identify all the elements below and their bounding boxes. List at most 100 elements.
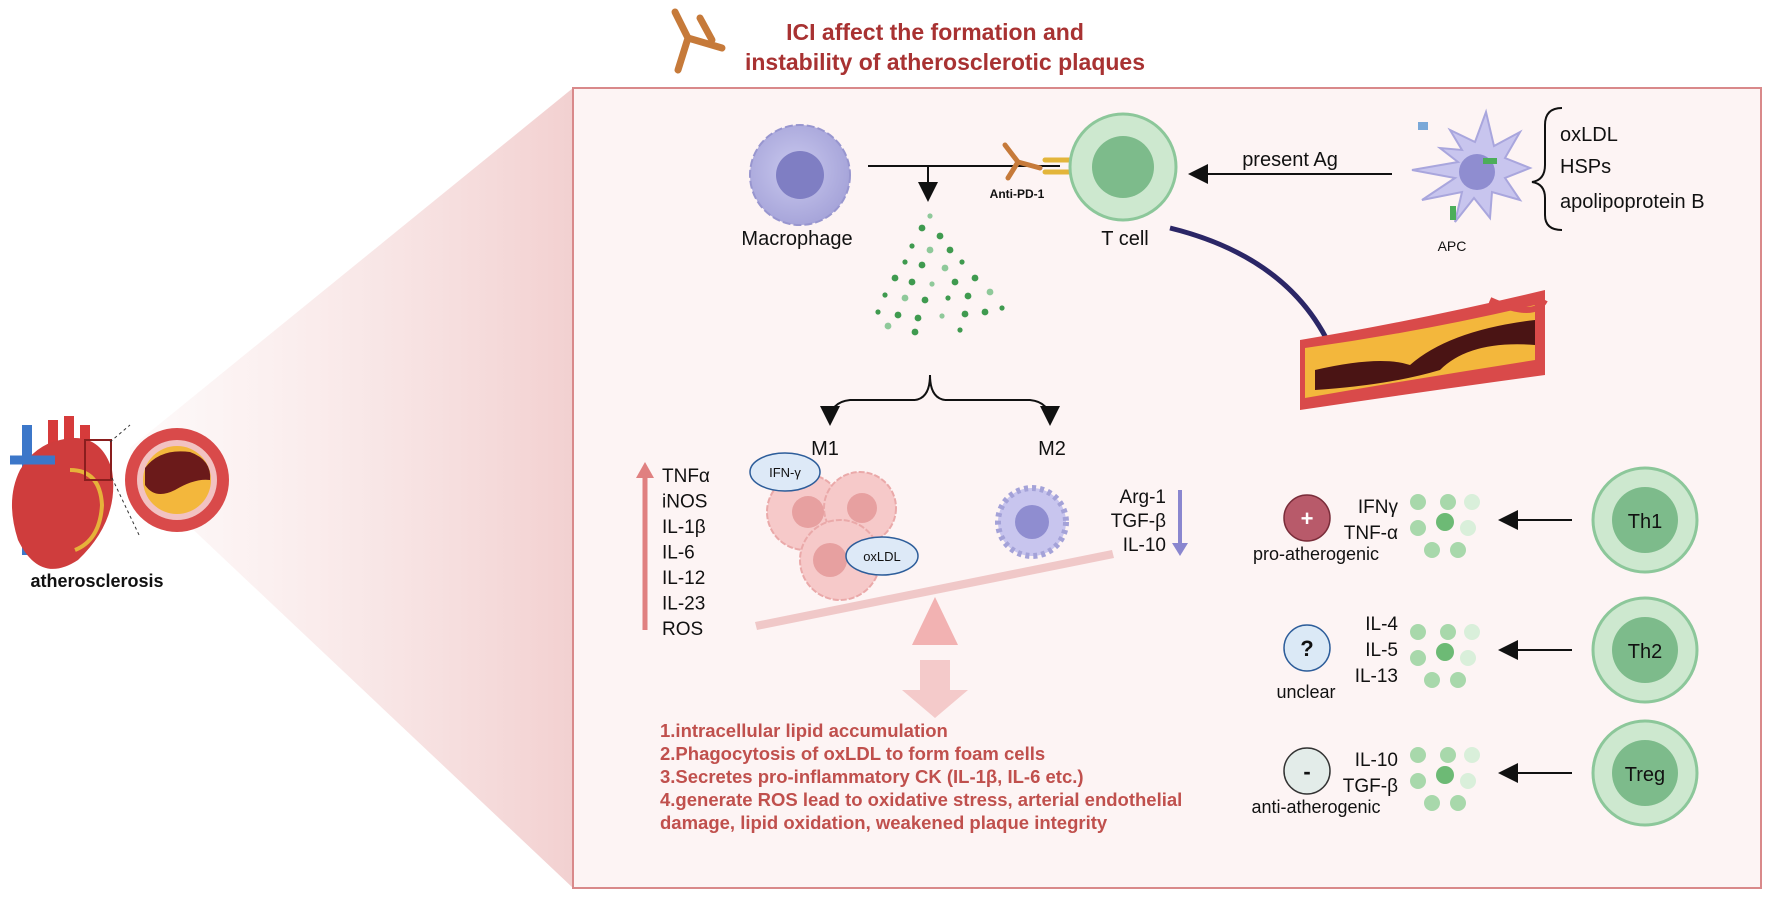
zoom-line-top <box>109 424 131 443</box>
antigen-brace <box>1531 107 1563 231</box>
effect-sign-icon <box>1283 494 1331 542</box>
branch-to-m2 <box>945 399 1060 426</box>
cytokine-particle <box>946 246 954 254</box>
artery-cross-section-icon <box>125 428 229 532</box>
th-cytokine: IL-4 <box>1365 614 1398 635</box>
th-cytokine: IFNγ <box>1358 497 1399 518</box>
effect-sign: + <box>1301 506 1314 531</box>
ifn-gamma-badge-label: IFN-γ <box>769 465 801 480</box>
cytokine-particle <box>875 309 881 315</box>
effect-sign: ? <box>1300 636 1313 661</box>
zoom-funnel <box>130 88 573 888</box>
outcome-arrow-head <box>902 690 968 718</box>
cytokine-particle <box>981 308 989 316</box>
cytokine-particle <box>927 213 933 219</box>
effect-sign-icon <box>1283 624 1331 672</box>
cytokine-particle <box>891 274 899 282</box>
cytokine-particle <box>882 292 888 298</box>
effect-label: pro-atherogenic <box>1253 544 1379 564</box>
apc-dendritic-cell-icon <box>1411 108 1533 223</box>
title-antibody-icon <box>671 8 726 74</box>
cytokine-particle <box>894 311 902 319</box>
oxldl-badge-label: oxLDL <box>863 549 901 564</box>
th-subsets: Th1IFNγTNF-α+pro-atherogenicTh2IL-4IL-5I… <box>1251 466 1699 827</box>
cytokine-particle <box>918 224 926 232</box>
oxldl-badge <box>845 536 919 576</box>
cytokine-particle <box>936 232 944 240</box>
cytokine-particle <box>941 264 949 272</box>
m2-macrophage-icon <box>995 485 1069 559</box>
cytokine-particle <box>961 310 969 318</box>
cytokine-particle <box>908 278 916 286</box>
th-cytokine: TNF-α <box>1344 523 1398 544</box>
title-line1: ICI affect the formation and <box>786 19 1084 45</box>
cytokine-particle <box>964 292 972 300</box>
present-ag-label: present Ag <box>1242 149 1338 171</box>
cytokine-particle <box>902 259 908 265</box>
th-cytokine: TGF-β <box>1343 776 1398 797</box>
cytokine-particle <box>939 313 945 319</box>
th-cytokine: IL-13 <box>1355 666 1398 687</box>
outcome-item: 4.generate ROS lead to oxidative stress,… <box>660 789 1182 810</box>
effect-label: anti-atherogenic <box>1251 797 1380 817</box>
th-cell-th1: Th1 <box>1591 466 1699 574</box>
outcome-item: 2.Phagocytosis of oxLDL to form foam cel… <box>660 743 1045 764</box>
cytokine-particle <box>959 259 965 265</box>
m1-foam-cells-icon <box>766 471 897 601</box>
apc-label: APC <box>1438 238 1467 254</box>
th-cell-label: Th1 <box>1628 511 1662 533</box>
outcome-arrow-shaft <box>920 660 950 692</box>
macrophage-icon <box>749 124 851 226</box>
cytokine-particles <box>875 213 1005 336</box>
cytokine-particle <box>911 328 919 336</box>
macrophage-label: Macrophage <box>741 228 852 250</box>
cytokine-cluster-icon <box>1410 747 1480 811</box>
cytokine-particle <box>918 261 926 269</box>
m1-label: M1 <box>811 438 839 460</box>
cytokine-particle <box>921 296 929 304</box>
anti-pd1-label: Anti-PD-1 <box>990 187 1045 201</box>
th-cell-label: Treg <box>1625 764 1665 786</box>
m1-marker: TNFα <box>662 466 710 487</box>
m2-marker: Arg-1 <box>1120 487 1166 508</box>
cytokine-particle <box>999 305 1005 311</box>
title-line2: instability of atherosclerotic plaques <box>745 49 1145 75</box>
cytokine-particle <box>926 246 934 254</box>
effect-sign-icon <box>1283 747 1331 795</box>
outcome-item: 3.Secretes pro-inflammatory CK (IL-1β, I… <box>660 766 1084 787</box>
cytokine-particle <box>957 327 963 333</box>
seesaw-beam <box>755 550 1114 630</box>
m1-marker: IL-12 <box>662 568 705 589</box>
m1-marker: IL-6 <box>662 543 695 564</box>
m2-label: M2 <box>1038 438 1066 460</box>
seesaw-fulcrum <box>912 597 958 645</box>
anti-pd1-antibody-icon <box>1002 142 1073 181</box>
m1-marker: IL-23 <box>662 594 705 615</box>
artery-plaque-icon <box>1300 290 1548 410</box>
antigen-hsps: HSPs <box>1560 156 1611 178</box>
cytokine-particle <box>901 294 909 302</box>
m1-marker: iNOS <box>662 492 707 513</box>
cytokine-cluster-icon <box>1410 494 1480 558</box>
cytokine-particle <box>971 274 979 282</box>
antigen-apolipoprotein-b: apolipoprotein B <box>1560 191 1705 213</box>
m2-marker: IL-10 <box>1123 535 1166 556</box>
branch-to-m1 <box>820 399 915 426</box>
outcome-item: 1.intracellular lipid accumulation <box>660 720 948 741</box>
cytokine-particle <box>951 278 959 286</box>
outcome-list: 1.intracellular lipid accumulation2.Phag… <box>660 720 1182 833</box>
ifn-gamma-badge <box>749 452 821 492</box>
cytokine-particle <box>986 288 994 296</box>
heart-label: atherosclerosis <box>30 571 163 591</box>
th-cell-label: Th2 <box>1628 641 1662 663</box>
heart-icon <box>10 416 114 569</box>
t-cell-label: T cell <box>1101 228 1148 250</box>
cytokine-particle <box>909 243 915 249</box>
zoom-line-bottom <box>111 477 141 538</box>
t-cell-icon <box>1068 112 1178 222</box>
cytokine-particle <box>945 295 951 301</box>
